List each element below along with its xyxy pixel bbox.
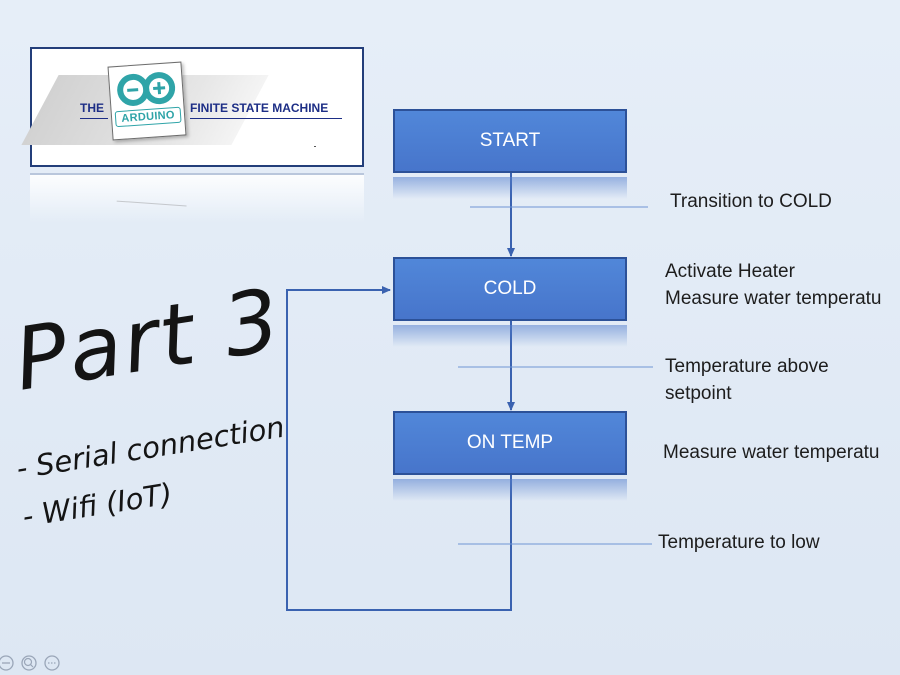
transition-label-to-cold: Transition to COLD xyxy=(670,191,832,212)
logo-reflection xyxy=(30,173,364,225)
state-on-temp: ON TEMP xyxy=(393,411,627,475)
viewer-controls xyxy=(0,655,60,671)
state-cold-reflection xyxy=(393,325,627,347)
cold-action-heater: Activate Heater xyxy=(665,261,795,282)
zoom-out-icon[interactable] xyxy=(0,655,14,671)
cold-action-measure: Measure water temperatu xyxy=(665,288,882,309)
arrow-ontemp-to-cold xyxy=(286,286,512,611)
zoom-in-icon[interactable] xyxy=(21,655,37,671)
state-start: START xyxy=(393,109,627,173)
logo-panel: THE ARDUINO FINITE STATE MACHINE xyxy=(21,47,364,167)
state-start-reflection xyxy=(393,177,627,199)
state-on-temp-reflection xyxy=(393,479,627,501)
arduino-logo: ARDUINO xyxy=(107,61,187,141)
transition-label-to-low: Temperature to low xyxy=(658,532,820,553)
ontemp-action-measure: Measure water temperatu xyxy=(663,442,880,463)
logo-dot xyxy=(314,146,316,147)
logo-title: FINITE STATE MACHINE xyxy=(190,101,329,115)
transition-label-above-line2: setpoint xyxy=(665,383,732,404)
logo-underline-left xyxy=(80,118,108,119)
transition-label-above-line1: Temperature above xyxy=(665,356,829,377)
infinity-icon xyxy=(117,72,176,106)
state-cold: COLD xyxy=(393,257,627,321)
more-icon[interactable] xyxy=(44,655,60,671)
logo-underline-right xyxy=(190,118,342,119)
logo-the-label: THE xyxy=(80,101,104,115)
